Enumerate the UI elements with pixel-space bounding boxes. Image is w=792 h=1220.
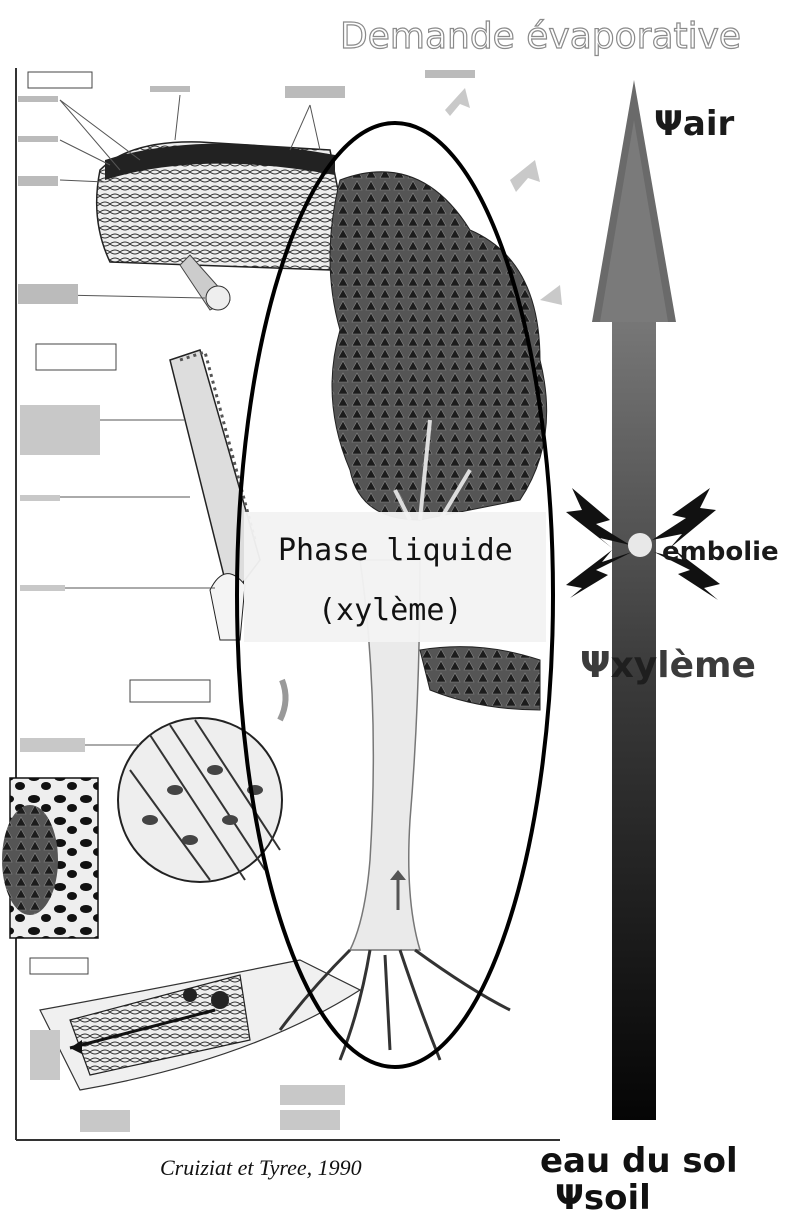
transition-arrow-icon — [280, 680, 286, 720]
root-hair-illustration — [30, 958, 360, 1132]
water-potential-arrow — [592, 80, 676, 1120]
psi-air-label: Ψair — [654, 104, 734, 144]
leaf-cross-section-illustration — [18, 72, 345, 310]
citation: Cruiziat et Tyree, 1990 — [160, 1155, 362, 1181]
soil-water-label: eau du sol — [540, 1142, 738, 1180]
psi-soil-label: Ψsoil — [555, 1178, 651, 1218]
evaporative-demand-title: Demande évaporative — [340, 16, 741, 57]
xylem-vessel-illustration — [20, 344, 260, 640]
root-section-image — [2, 805, 58, 915]
embolism-label: embolie — [662, 537, 779, 567]
psi-xylem-label: Ψxylème — [580, 645, 756, 686]
liquid-phase-label: Phase liquide — [278, 533, 513, 568]
xylem-phase-label: (xylème) — [318, 593, 463, 628]
